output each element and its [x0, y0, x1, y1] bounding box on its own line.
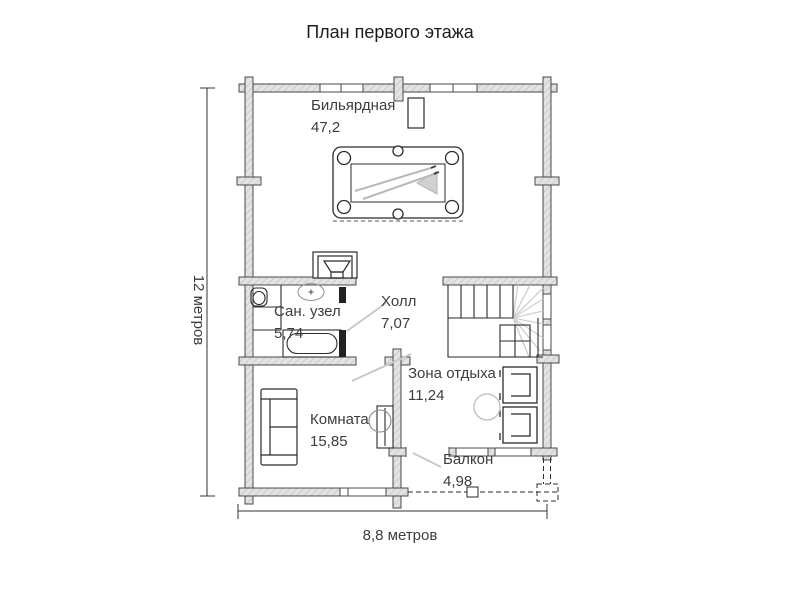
page-title: План первого этажа — [306, 22, 474, 42]
balcony-outline — [408, 458, 560, 502]
room-label-hall: Холл 7,07 — [381, 291, 416, 335]
dimension-label-width: 8,8 метров — [362, 527, 438, 544]
dimension-label-height: 12 метров — [190, 274, 207, 346]
room-area: 11,24 — [408, 387, 445, 404]
bathroom-door-jambs — [339, 287, 346, 357]
armchair-icon — [499, 406, 538, 444]
lounge-furniture — [473, 366, 538, 444]
room-label-lounge: Зона отдыха 11,24 — [408, 363, 496, 407]
toilet-icon — [250, 287, 268, 307]
room-name: Сан. узел — [274, 303, 341, 320]
windows — [319, 83, 552, 497]
billiard-table-icon — [332, 145, 464, 222]
bathroom-fixtures — [250, 282, 346, 358]
room-label-room: Комната 15,85 — [310, 409, 369, 453]
shelf-lines — [253, 285, 282, 331]
room-name: Комната — [310, 411, 369, 428]
chimney-icon — [407, 97, 425, 129]
room-area: 4,98 — [443, 473, 473, 490]
room-name: Холл — [381, 293, 417, 310]
room-area: 7,07 — [381, 315, 411, 332]
armchair-icon — [499, 366, 538, 404]
stairs-icon — [447, 284, 544, 358]
fireplace-icon — [312, 251, 358, 279]
room-name: Зона отдыха — [408, 365, 496, 382]
room-area: 47,2 — [311, 119, 341, 136]
room-label-bathroom: Сан. узел 5,74 — [274, 301, 341, 345]
sink-icon — [297, 282, 325, 302]
room-name: Балкон — [443, 451, 494, 468]
room-area: 5,74 — [274, 325, 304, 342]
room-label-billiard: Бильярдная 47,2 — [311, 95, 395, 139]
sofa-icon — [260, 388, 298, 466]
label-leader-lines — [346, 302, 442, 468]
room-name: Бильярдная — [311, 97, 396, 114]
dimension-lines — [200, 87, 548, 519]
room-label-balcony: Балкон 4,98 — [443, 449, 493, 493]
room-area: 15,85 — [310, 433, 348, 450]
coffee-table-icon — [473, 393, 501, 421]
door-icon — [368, 405, 394, 449]
